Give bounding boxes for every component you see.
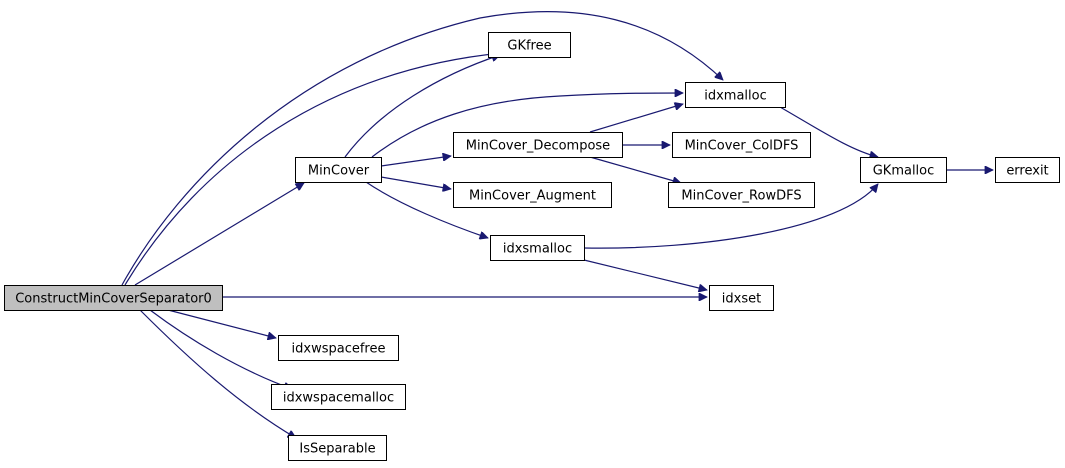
node-box (490, 235, 585, 261)
nodes: ConstructMinCoverSeparator0 GKfree idxmall… (4, 32, 1060, 461)
node-rowdfs[interactable]: MinCover_RowDFS (668, 182, 815, 208)
node-box (685, 82, 786, 108)
edge-decompose-to-rowdfs (589, 156, 681, 183)
node-box (295, 157, 382, 183)
node-coldfs[interactable]: MinCover_ColDFS (672, 132, 811, 158)
node-box (278, 335, 399, 361)
edge-mincover-to-idxsmalloc (365, 181, 488, 238)
node-label: MinCover_Decompose (466, 139, 610, 154)
node-root[interactable]: ConstructMinCoverSeparator0 (4, 285, 223, 311)
edge-root-to-idxwspacefree (167, 309, 276, 338)
node-box (709, 285, 774, 311)
node-idxset[interactable]: idxset (709, 285, 774, 311)
node-errexit[interactable]: errexit (995, 157, 1060, 183)
node-idxwspacefree[interactable]: idxwspacefree (278, 335, 399, 361)
node-label: idxsmalloc (503, 242, 572, 257)
node-mincover[interactable]: MinCover (295, 157, 382, 183)
edges (121, 11, 993, 439)
node-augment[interactable]: MinCover_Augment (453, 182, 612, 208)
node-label: idxset (722, 292, 761, 307)
node-box (288, 435, 387, 461)
edge-mincover-to-augment (380, 176, 451, 189)
node-box (271, 384, 406, 410)
edge-idxmalloc-to-gkmalloc (779, 106, 878, 157)
node-box (453, 182, 612, 208)
node-box (4, 285, 223, 311)
node-box (995, 157, 1060, 183)
node-gkmalloc[interactable]: GKmalloc (860, 157, 947, 183)
edge-root-to-isseparable (139, 309, 296, 439)
edge-root-to-mincover (134, 182, 304, 286)
edge-mincover-to-decompose (380, 156, 451, 167)
edge-idxsmalloc-to-gkmalloc (583, 184, 878, 249)
node-label: MinCover_RowDFS (681, 189, 801, 204)
node-box (860, 157, 947, 183)
node-gkfree[interactable]: GKfree (488, 32, 571, 58)
node-label: errexit (1006, 164, 1048, 179)
node-label: idxwspacemalloc (283, 391, 394, 406)
edge-mincover-to-idxmalloc (371, 93, 683, 158)
node-idxmalloc[interactable]: idxmalloc (685, 82, 786, 108)
node-label: MinCover_ColDFS (685, 139, 799, 154)
node-isseparable[interactable]: IsSeparable (288, 435, 387, 461)
node-idxwspacemalloc[interactable]: idxwspacemalloc (271, 384, 406, 410)
node-label: MinCover_Augment (469, 189, 596, 204)
node-label: GKmalloc (873, 164, 935, 179)
node-box (668, 182, 815, 208)
node-box (672, 132, 811, 158)
node-label: idxmalloc (704, 89, 767, 104)
node-label: ConstructMinCoverSeparator0 (15, 292, 212, 307)
edge-decompose-to-idxmalloc (589, 104, 683, 133)
node-label: idxwspacefree (292, 342, 386, 357)
node-idxsmalloc[interactable]: idxsmalloc (490, 235, 585, 261)
edge-root-to-gkfree (124, 53, 502, 286)
edge-root-to-idxmalloc (121, 11, 723, 286)
edge-mincover-to-gkfree (344, 55, 500, 158)
node-box (488, 32, 571, 58)
node-decompose[interactable]: MinCover_Decompose (453, 132, 623, 158)
node-label: IsSeparable (299, 442, 375, 457)
node-label: GKfree (507, 39, 551, 54)
node-label: MinCover (308, 164, 370, 179)
edge-idxsmalloc-to-idxset (583, 259, 707, 290)
edge-root-to-idxwspacemalloc (149, 309, 292, 389)
node-box (453, 132, 623, 158)
